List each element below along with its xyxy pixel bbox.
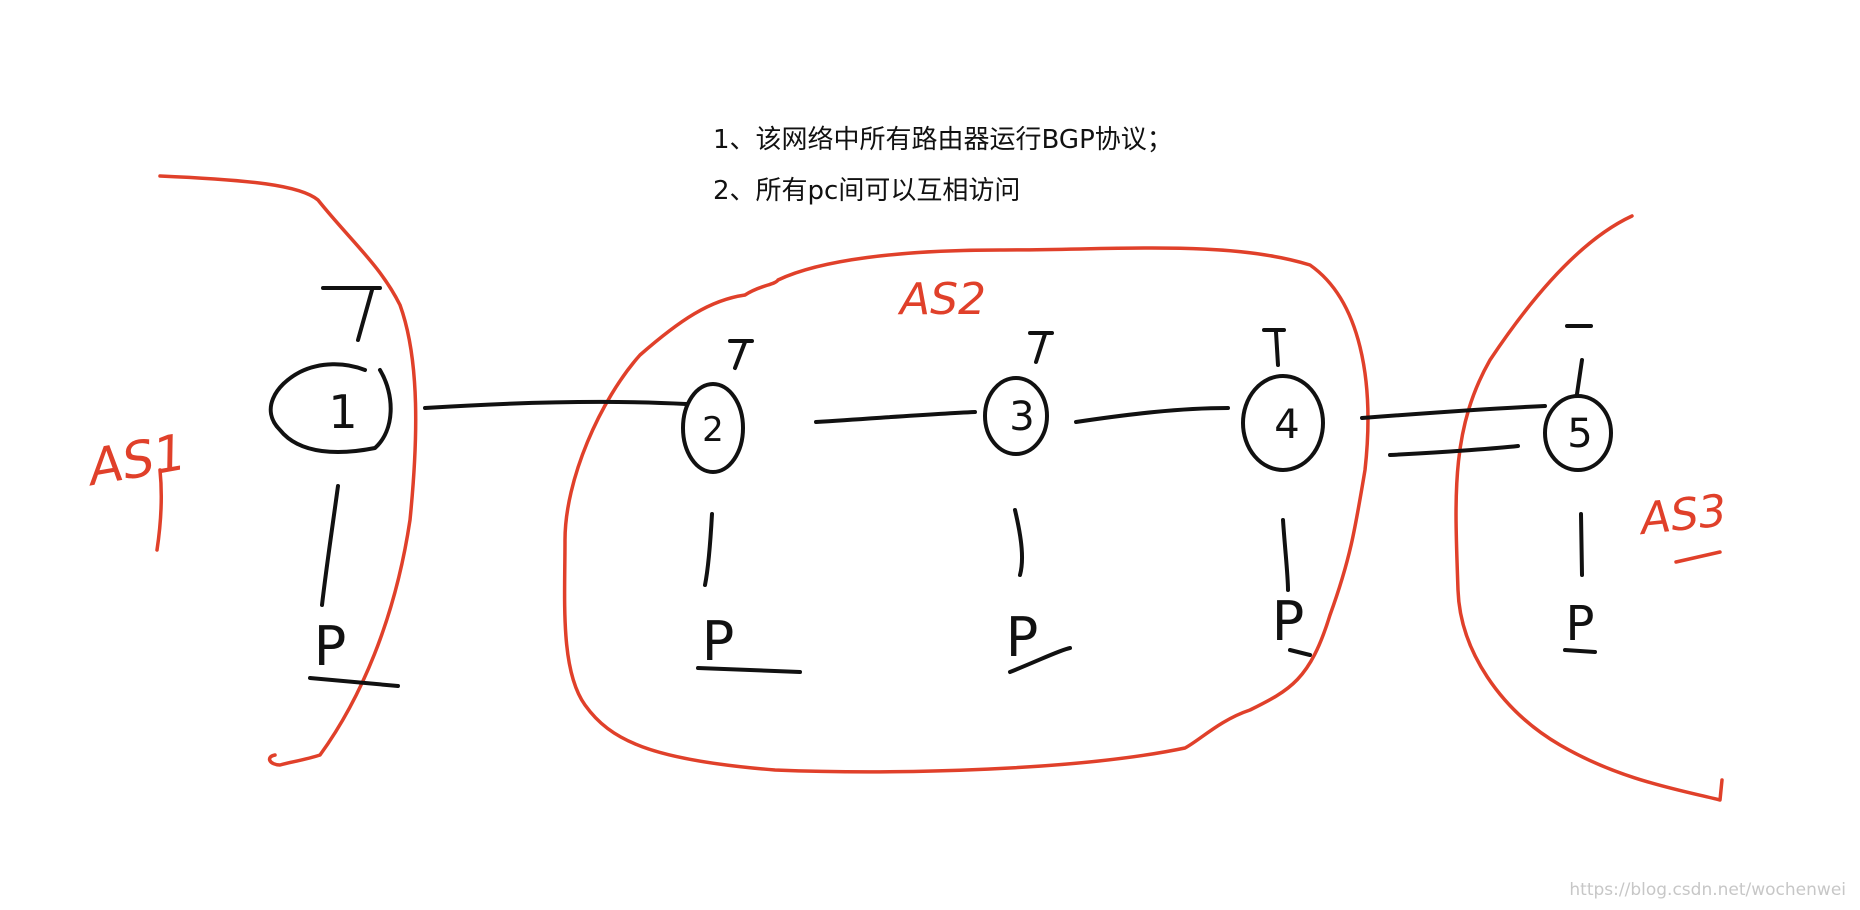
router-1-label: 1 xyxy=(328,385,357,439)
router-2: 2 xyxy=(681,339,754,474)
as1-underline-stroke xyxy=(155,468,163,552)
as1-boundary xyxy=(158,174,418,767)
pc-5-label: P xyxy=(1566,596,1595,652)
pc-4-label: P xyxy=(1272,590,1305,653)
link-r4-r5-b xyxy=(1388,444,1520,457)
link-r1-r2 xyxy=(423,399,688,410)
as3-label: AS3 xyxy=(1635,485,1729,545)
router-3: 3 xyxy=(983,331,1054,456)
watermark: https://blog.csdn.net/wochenwei xyxy=(1569,880,1846,900)
link-r3-r4 xyxy=(1074,406,1230,424)
pc-4: P xyxy=(1272,518,1312,657)
as2-label: AS2 xyxy=(897,274,986,325)
pc-2: P xyxy=(696,512,802,674)
router-2-label: 2 xyxy=(702,410,724,450)
router-5-label: 5 xyxy=(1567,411,1592,457)
pc-3: P xyxy=(1006,508,1072,674)
requirement-1: 1、该网络中所有路由器运行BGP协议； xyxy=(713,125,1173,155)
pc-1-label: P xyxy=(314,615,347,678)
pc-2-label: P xyxy=(702,610,735,673)
as1-label: AS1 xyxy=(81,423,190,498)
as3-boundary xyxy=(1454,214,1724,802)
as2-boundary xyxy=(562,246,1370,774)
pc-5: P xyxy=(1563,512,1597,654)
router-4-label: 4 xyxy=(1274,402,1299,448)
router-3-label: 3 xyxy=(1009,394,1034,440)
pc-1: P xyxy=(308,484,400,688)
link-r4-r5-a xyxy=(1360,404,1547,420)
router-5: 5 xyxy=(1543,324,1613,472)
router-1: 1 xyxy=(268,286,393,454)
requirement-2: 2、所有pc间可以互相访问 xyxy=(713,176,1021,206)
link-r2-r3 xyxy=(814,410,977,424)
pc-3-label: P xyxy=(1006,606,1039,669)
as3-underline-stroke xyxy=(1674,550,1722,564)
router-4: 4 xyxy=(1241,328,1325,472)
